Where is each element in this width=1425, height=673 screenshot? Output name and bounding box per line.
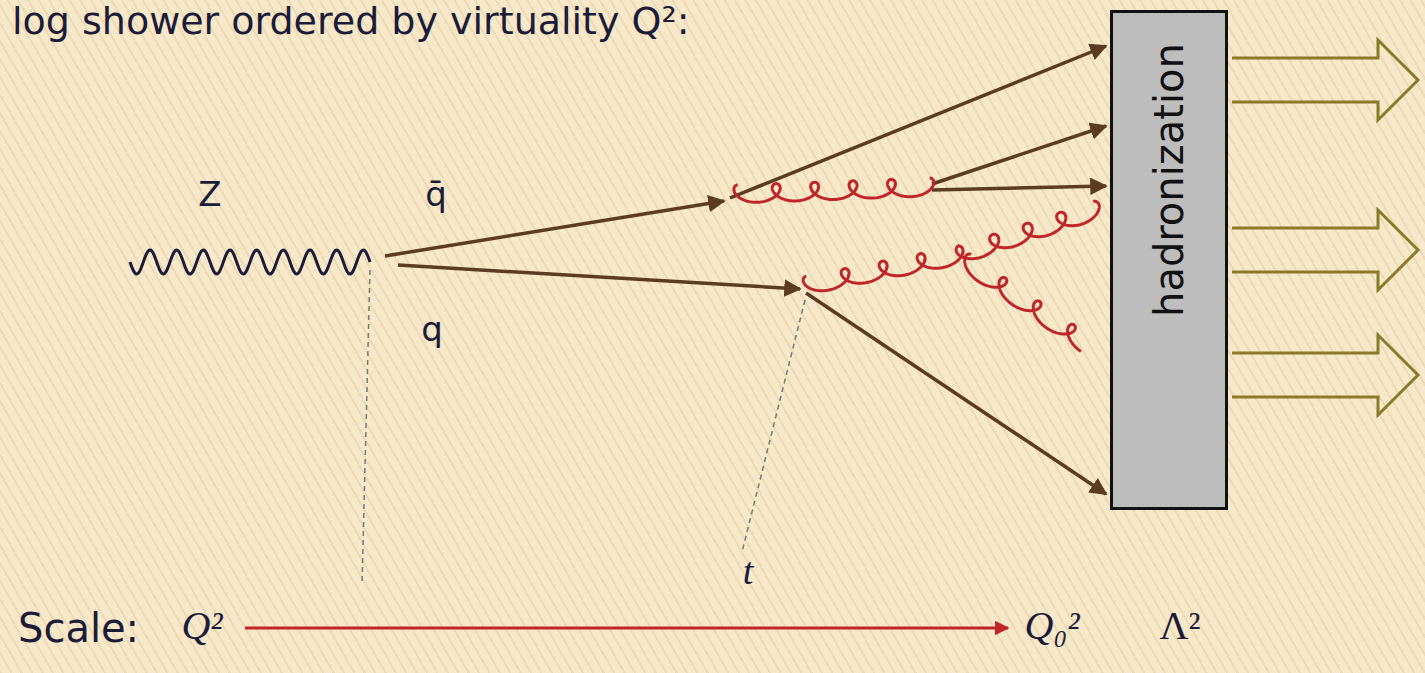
- quark-line: [398, 265, 800, 289]
- gluon-lines: [734, 178, 1099, 351]
- hadronization-box: hadronization: [1110, 10, 1228, 510]
- gluon: [734, 178, 934, 202]
- scale-label: Scale:: [18, 606, 139, 650]
- box-label: hadronization: [1147, 43, 1191, 317]
- scale-guides: [362, 270, 805, 585]
- slide-title: log shower ordered by virtuality Q²:: [12, 1, 690, 43]
- particle-label: q: [421, 311, 443, 348]
- hadron-arrow: [1232, 210, 1418, 290]
- gluon: [956, 201, 1099, 258]
- gluon: [803, 246, 963, 291]
- scale-arrow: [245, 627, 1008, 630]
- evolution-variable: t: [743, 551, 754, 593]
- quark-line: [932, 126, 1106, 184]
- hadron-arrow: [1232, 40, 1418, 120]
- quark-lines: [385, 46, 1106, 494]
- hadron-arrow: [1232, 335, 1418, 415]
- scale-value: Q²: [182, 604, 223, 648]
- output-arrows: [1232, 40, 1418, 415]
- photon-line: [130, 250, 370, 274]
- dashed-guide: [742, 300, 805, 552]
- scale-value: Λ²: [1160, 604, 1201, 648]
- photon-wave: [130, 250, 370, 274]
- gluon: [965, 254, 1081, 351]
- particle-label: Z: [198, 176, 221, 213]
- particle-label: q̄: [425, 176, 447, 213]
- quark-line: [932, 186, 1106, 190]
- dashed-guide: [362, 270, 370, 585]
- quark-line: [806, 293, 1106, 494]
- scale-value: Q₀²: [1025, 604, 1080, 648]
- quark-line: [730, 46, 1106, 198]
